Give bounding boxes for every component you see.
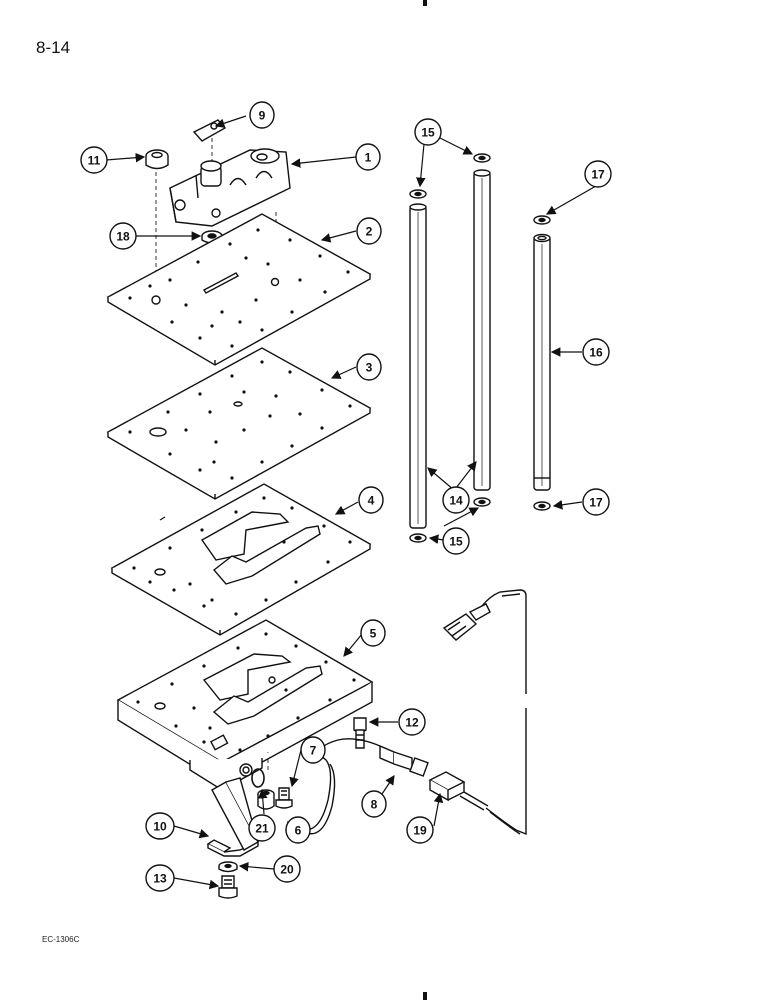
callout-9: 9 [249, 101, 275, 129]
svg-text:15: 15 [449, 535, 463, 549]
callout-15-top: 15 [414, 118, 442, 146]
svg-text:6: 6 [295, 824, 302, 838]
callout-4: 4 [358, 486, 384, 514]
bolt-12 [353, 717, 367, 749]
rod-short [409, 203, 427, 529]
top-edge-mark [423, 0, 427, 6]
sensor-wiring [285, 738, 429, 836]
valve-body [169, 148, 291, 227]
leader-lines [105, 115, 597, 890]
bolt-7 [275, 787, 293, 809]
callout-21: 21 [248, 814, 276, 842]
svg-text:19: 19 [413, 824, 427, 838]
mounting-bracket [206, 777, 259, 857]
svg-text:17: 17 [589, 496, 603, 510]
base-plate [116, 619, 374, 791]
callout-17-top: 17 [584, 160, 612, 188]
callout-18: 18 [109, 222, 137, 250]
o-ring-21 [251, 768, 265, 788]
seals [409, 153, 551, 543]
callout-2: 2 [356, 217, 382, 245]
tube [533, 233, 551, 491]
page-number: 8-14 [36, 38, 71, 57]
svg-text:4: 4 [368, 494, 375, 508]
callout-1: 1 [355, 143, 381, 171]
callout-5: 5 [360, 619, 386, 647]
svg-text:15: 15 [421, 126, 435, 140]
svg-text:9: 9 [259, 109, 266, 123]
svg-text:12: 12 [405, 716, 419, 730]
callout-8: 8 [361, 790, 387, 818]
svg-text:5: 5 [370, 627, 377, 641]
plug [145, 149, 169, 170]
svg-text:14: 14 [449, 494, 463, 508]
svg-text:21: 21 [255, 822, 269, 836]
plate-4 [110, 483, 372, 636]
callout-11: 11 [80, 146, 108, 174]
svg-text:7: 7 [310, 744, 317, 758]
rod-long [473, 169, 491, 491]
callout-20: 20 [273, 855, 301, 883]
bolt-13 [218, 875, 238, 899]
bottom-edge-mark [423, 992, 427, 1000]
washer [218, 861, 238, 873]
svg-text:1: 1 [365, 151, 372, 165]
callout-15-bottom: 15 [442, 527, 470, 555]
callout-10: 10 [145, 812, 175, 840]
clip [192, 119, 227, 142]
plate-3 [106, 347, 372, 500]
fitting [257, 789, 275, 810]
svg-text:2: 2 [366, 225, 373, 239]
callout-13: 13 [145, 864, 175, 892]
callout-19: 19 [406, 816, 434, 844]
harness-connector [428, 589, 527, 836]
callout-16: 16 [582, 338, 610, 366]
callout-3: 3 [356, 353, 382, 381]
svg-text:3: 3 [366, 361, 373, 375]
figure-code: EC-1306C [42, 935, 80, 944]
callout-12: 12 [398, 708, 426, 736]
svg-text:17: 17 [591, 168, 605, 182]
callout-17-bottom: 17 [582, 488, 610, 516]
plate-2 [106, 213, 372, 366]
callout-7: 7 [300, 736, 326, 764]
svg-text:20: 20 [280, 863, 294, 877]
svg-text:8: 8 [371, 798, 378, 812]
svg-text:13: 13 [153, 872, 167, 886]
callout-14: 14 [442, 486, 470, 514]
svg-text:18: 18 [116, 230, 130, 244]
svg-text:16: 16 [589, 346, 603, 360]
callout-6: 6 [285, 816, 311, 844]
svg-text:10: 10 [153, 820, 167, 834]
svg-text:11: 11 [88, 154, 101, 168]
